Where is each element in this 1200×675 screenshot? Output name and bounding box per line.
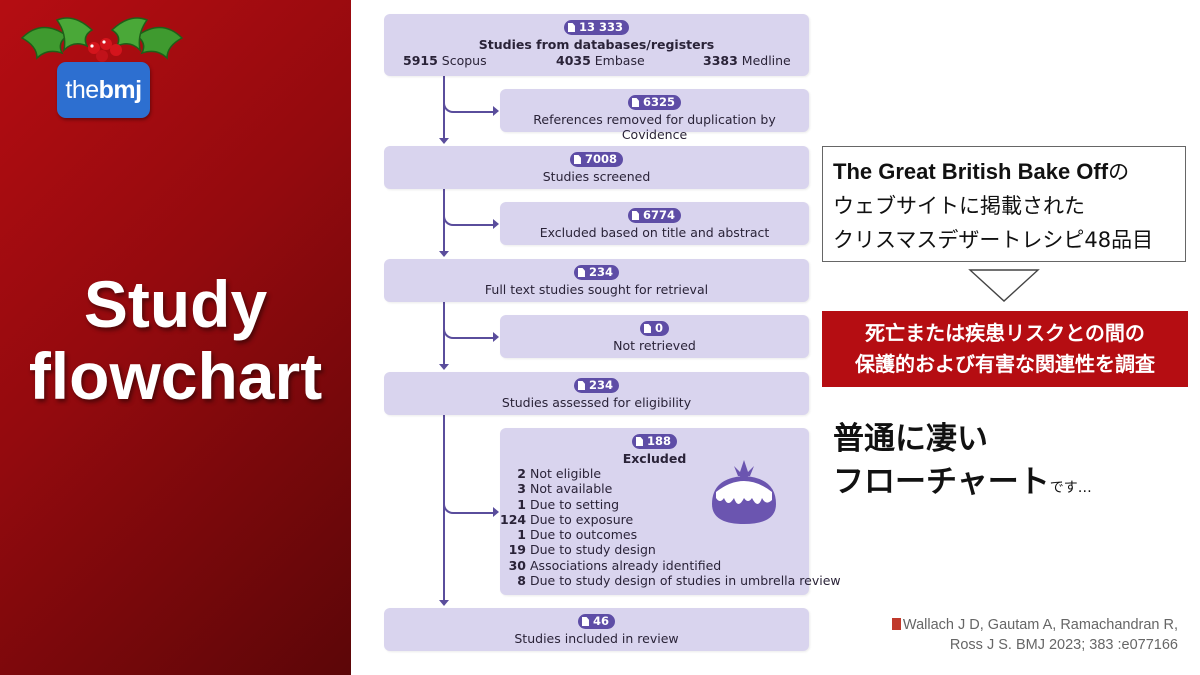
box-label: References removed for duplication by Co…: [533, 112, 776, 142]
slide-title: Study flowchart: [0, 268, 351, 412]
branch-line-1: [443, 91, 493, 113]
document-icon: [631, 98, 639, 107]
box-fulltext: 234 Full text studies sought for retriev…: [384, 259, 809, 302]
box-label: Not retrieved: [613, 338, 696, 353]
arrow-down-4: [439, 600, 449, 606]
info-line-3: クリスマスデザートレシピ48品目: [833, 228, 1154, 252]
title-line-2: flowchart: [28, 339, 323, 413]
count-badge: 234: [573, 265, 619, 280]
branch-arrow-3: [493, 332, 499, 342]
document-icon: [581, 617, 589, 626]
aim-line-1: 死亡または疾患リスクとの間の: [865, 321, 1145, 345]
box-included: 46 Studies included in review: [384, 608, 809, 651]
source-medline: 3383 Medline: [703, 53, 791, 68]
count-badge: 13 333: [563, 20, 629, 35]
box-label: Studies screened: [542, 169, 651, 184]
info-box: The Great British Bake Offの ウェブサイトに掲載された…: [822, 146, 1186, 262]
citation-line-2: Ross J S. BMJ 2023; 383 :e077166: [949, 637, 1178, 653]
box-excluded-abstract: 6774 Excluded based on title and abstrac…: [500, 202, 809, 245]
info-line-1: The Great British Bake Offの: [833, 159, 1130, 184]
box-screened: 7008 Studies screened: [384, 146, 809, 189]
box-assessed: 234 Studies assessed for eligibility: [384, 372, 809, 415]
info-line-2: ウェブサイトに掲載された: [833, 194, 1085, 218]
document-icon: [567, 23, 575, 32]
document-icon: [573, 155, 581, 164]
branch-line-2: [443, 204, 493, 226]
holly-icon: [20, 17, 184, 62]
count-badge: 0: [639, 321, 669, 336]
citation: Wallach J D, Gautam A, Ramachandran R, R…: [891, 615, 1178, 655]
box-databases: 13 333 Studies from databases/registers …: [384, 14, 809, 76]
aim-line-2: 保護的および有害な関連性を調査: [855, 352, 1155, 376]
branch-arrow-2: [493, 219, 499, 229]
count-badge: 46: [577, 614, 615, 629]
count-badge: 6774: [627, 208, 681, 223]
comment-line-1: 普通に凄い: [833, 421, 988, 457]
document-icon: [635, 437, 643, 446]
document-icon: [577, 268, 585, 277]
box-label: Excluded: [622, 451, 687, 466]
comment-text: 普通に凄い フローチャートです…: [833, 418, 1092, 510]
pudding-icon: [712, 460, 776, 524]
box-label: Excluded based on title and abstract: [539, 225, 770, 240]
box-label: Studies from databases/registers: [478, 37, 715, 52]
source-scopus: 5915 Scopus: [403, 53, 487, 68]
source-embase: 4035 Embase: [556, 53, 645, 68]
box-label: Full text studies sought for retrieval: [484, 282, 709, 297]
comment-line-2: フローチャートです…: [833, 464, 1092, 500]
branch-arrow-1: [493, 106, 499, 116]
document-icon: [631, 211, 639, 220]
arrow-down-2: [439, 251, 449, 257]
arrow-down-1: [439, 138, 449, 144]
down-triangle-icon: [968, 269, 1040, 302]
box-not-retrieved: 0 Not retrieved: [500, 315, 809, 358]
logo-brand: bmj: [98, 75, 142, 104]
document-icon: [577, 381, 585, 390]
count-badge: 188: [631, 434, 677, 449]
count-badge: 234: [573, 378, 619, 393]
box-label: Studies included in review: [514, 631, 679, 646]
title-line-1: Study: [83, 267, 268, 341]
count-badge: 7008: [569, 152, 623, 167]
citation-line-1: Wallach J D, Gautam A, Ramachandran R,: [891, 615, 1178, 635]
count-badge: 6325: [627, 95, 681, 110]
branch-arrow-4: [493, 507, 499, 517]
branch-line-4: [443, 492, 493, 514]
logo-prefix: the: [65, 75, 99, 104]
book-icon: [891, 618, 901, 630]
box-duplicates-removed: 6325 References removed for duplication …: [500, 89, 809, 142]
arrow-down-3: [439, 364, 449, 370]
box-label: Studies assessed for eligibility: [501, 395, 692, 410]
document-icon: [643, 324, 651, 333]
research-aim-box: 死亡または疾患リスクとの間の 保護的および有害な関連性を調査: [822, 311, 1188, 387]
branch-line-3: [443, 317, 493, 339]
